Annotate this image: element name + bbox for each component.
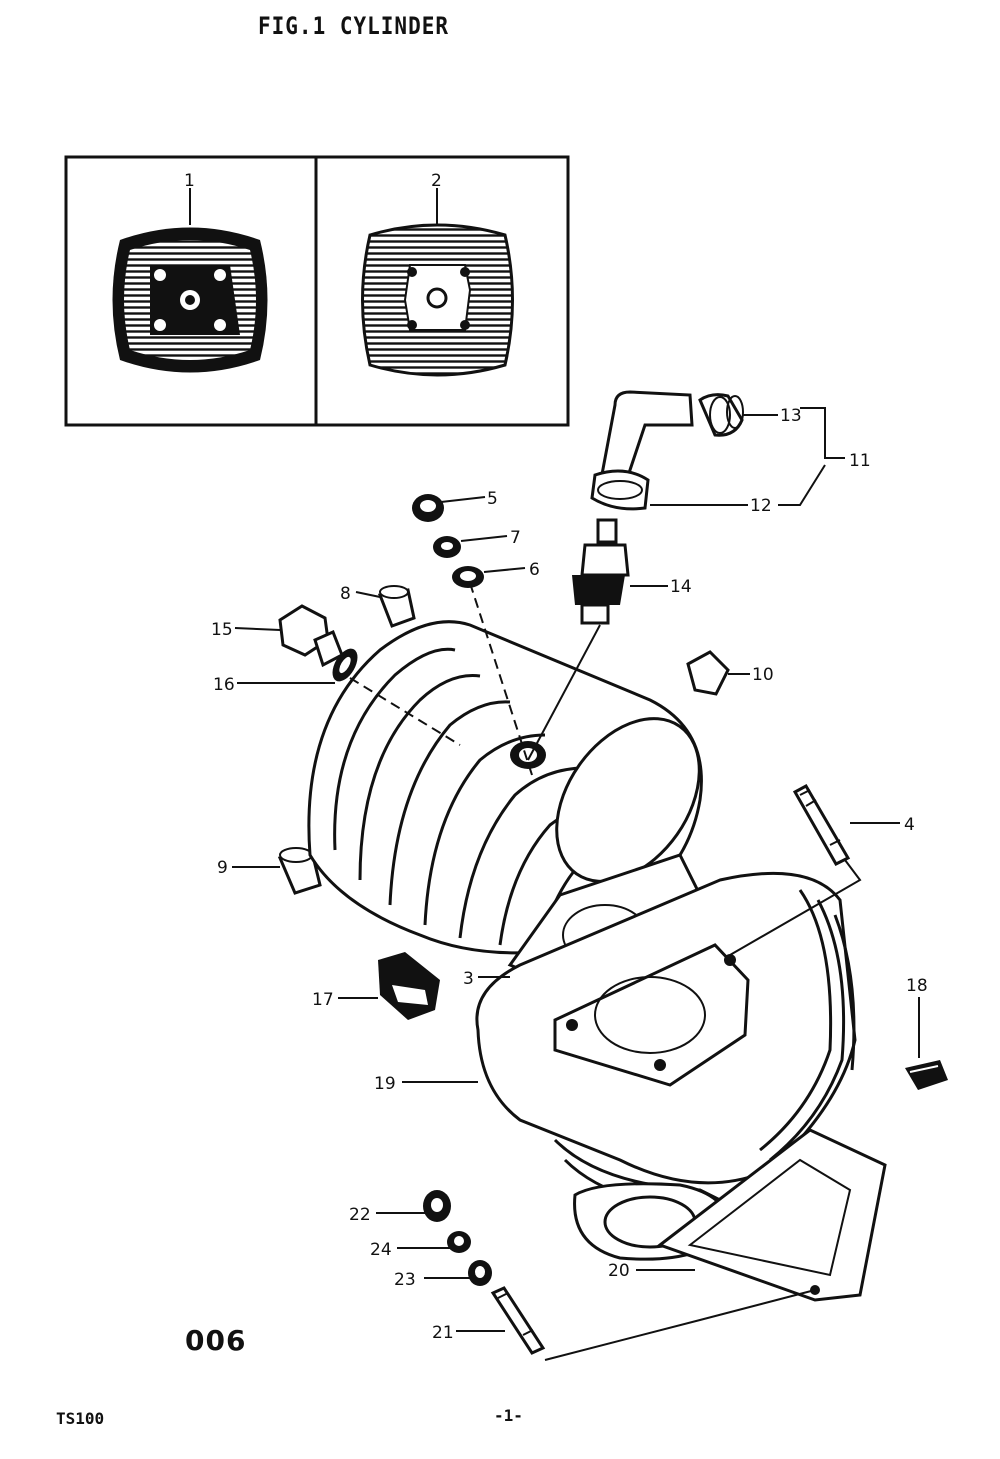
- callout-21: 21: [432, 1323, 454, 1343]
- callout-8: 8: [340, 584, 351, 604]
- callout-1: 1: [184, 171, 195, 191]
- head-nut-and-washers: [412, 494, 484, 588]
- figure-code: 006: [185, 1324, 247, 1357]
- rubber-damper-17: [378, 952, 440, 1020]
- fin-damper-caps: [277, 585, 730, 895]
- page-number: -1-: [494, 1406, 523, 1425]
- cylinder-head-variant-1: [112, 188, 268, 373]
- callout-14: 14: [670, 577, 692, 597]
- cylinder-head-bolt: [278, 604, 358, 682]
- spark-plug: [572, 518, 630, 625]
- callout-24: 24: [370, 1240, 392, 1260]
- inset-box: [64, 155, 570, 427]
- callout-15: 15: [211, 620, 233, 640]
- leader-lines: [189, 188, 920, 1361]
- callout-12: 12: [750, 496, 772, 516]
- callout-22: 22: [349, 1205, 371, 1225]
- cylinder-stud-bolt: [792, 783, 851, 866]
- callout-2: 2: [431, 171, 442, 191]
- callout-4: 4: [904, 815, 915, 835]
- callout-16: 16: [213, 675, 235, 695]
- callout-23: 23: [394, 1270, 416, 1290]
- crankcase-stud-bolt: [490, 1286, 546, 1355]
- callout-19: 19: [374, 1074, 396, 1094]
- callout-6: 6: [529, 560, 540, 580]
- callout-11: 11: [849, 451, 871, 471]
- rubber-damper-18: [905, 1060, 948, 1090]
- callout-20: 20: [608, 1261, 630, 1281]
- callout-9: 9: [217, 858, 228, 878]
- cylinder-base-gasket: [656, 1128, 887, 1302]
- cylinder-head: [307, 620, 703, 955]
- callout-17: 17: [312, 990, 334, 1010]
- spark-plug-cap: [590, 390, 744, 511]
- callout-18: 18: [906, 976, 928, 996]
- cylinder-head-variant-2: [361, 188, 514, 377]
- model-label: TS100: [56, 1409, 105, 1428]
- callout-5: 5: [487, 489, 498, 509]
- figure-title: FIG.1 CYLINDER: [258, 12, 450, 40]
- callout-13: 13: [780, 406, 802, 426]
- callout-7: 7: [510, 528, 521, 548]
- cylinder-block: [475, 871, 857, 1212]
- exhaust-nut-and-washers: [423, 1190, 492, 1286]
- callout-10: 10: [752, 665, 774, 685]
- callout-3: 3: [463, 969, 474, 989]
